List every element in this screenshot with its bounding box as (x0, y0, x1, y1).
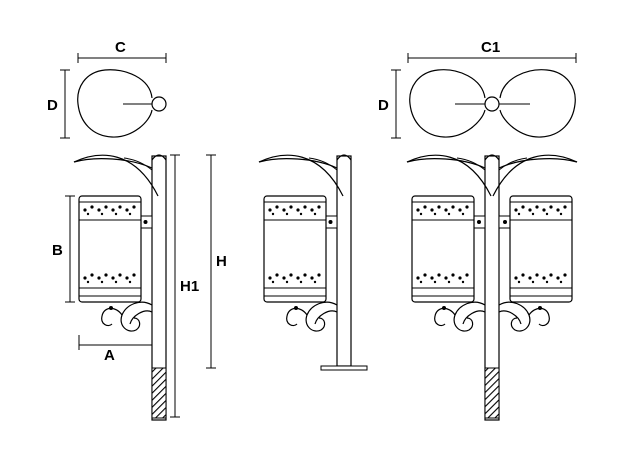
dimension-b-label: B (52, 242, 63, 259)
dimension-h-label: H (216, 253, 227, 270)
elevation-single-inground: A B H1 H (52, 154, 227, 421)
elevation-single-baseplate (258, 154, 368, 371)
dimension-d-label-right: D (378, 97, 389, 114)
dimension-h1-label: H1 (180, 278, 199, 295)
dimension-c-label: C (115, 39, 126, 56)
elevation-double-inground (406, 154, 578, 421)
dimension-d-label-left: D (47, 97, 58, 114)
dimension-a-label: A (104, 347, 115, 364)
plan-view-single: C D (47, 39, 167, 139)
dimension-c1-label: C1 (481, 39, 500, 56)
plan-view-double: C1 D (378, 39, 577, 139)
